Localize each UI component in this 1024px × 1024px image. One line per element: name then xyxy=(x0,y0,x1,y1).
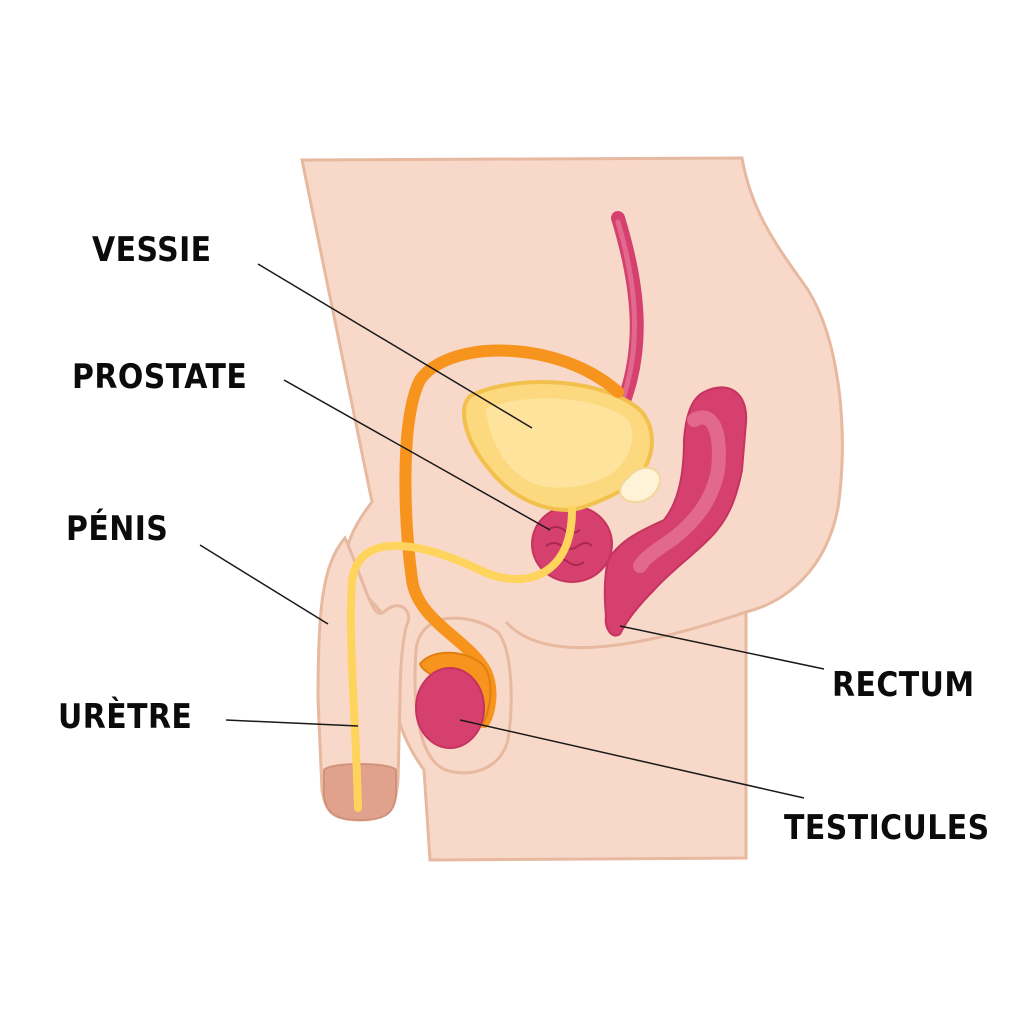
leader-line-testicules xyxy=(459,719,805,799)
label-prostate: PROSTATE xyxy=(72,357,248,397)
label-vessie: VESSIE xyxy=(92,230,212,270)
leader-line-rectum xyxy=(619,625,825,670)
leader-line-uretre xyxy=(225,719,359,727)
rectum-highlight xyxy=(633,410,726,573)
label-uretre: URÈTRE xyxy=(58,697,193,737)
bladder-inner xyxy=(486,398,633,488)
leader-line-vessie xyxy=(257,263,533,429)
urethra-tube xyxy=(346,506,576,812)
leader-line-prostate xyxy=(283,379,551,531)
label-penis: PÉNIS xyxy=(66,509,169,549)
label-testicules: TESTICULES xyxy=(784,808,990,848)
seminal-vesicle xyxy=(619,467,662,503)
penis-shape xyxy=(316,535,411,822)
rectum-shape xyxy=(603,386,748,637)
label-rectum: RECTUM xyxy=(832,665,975,705)
leader-line-penis xyxy=(199,544,329,625)
testicle-shape xyxy=(415,667,485,749)
skin-fold xyxy=(504,610,747,650)
